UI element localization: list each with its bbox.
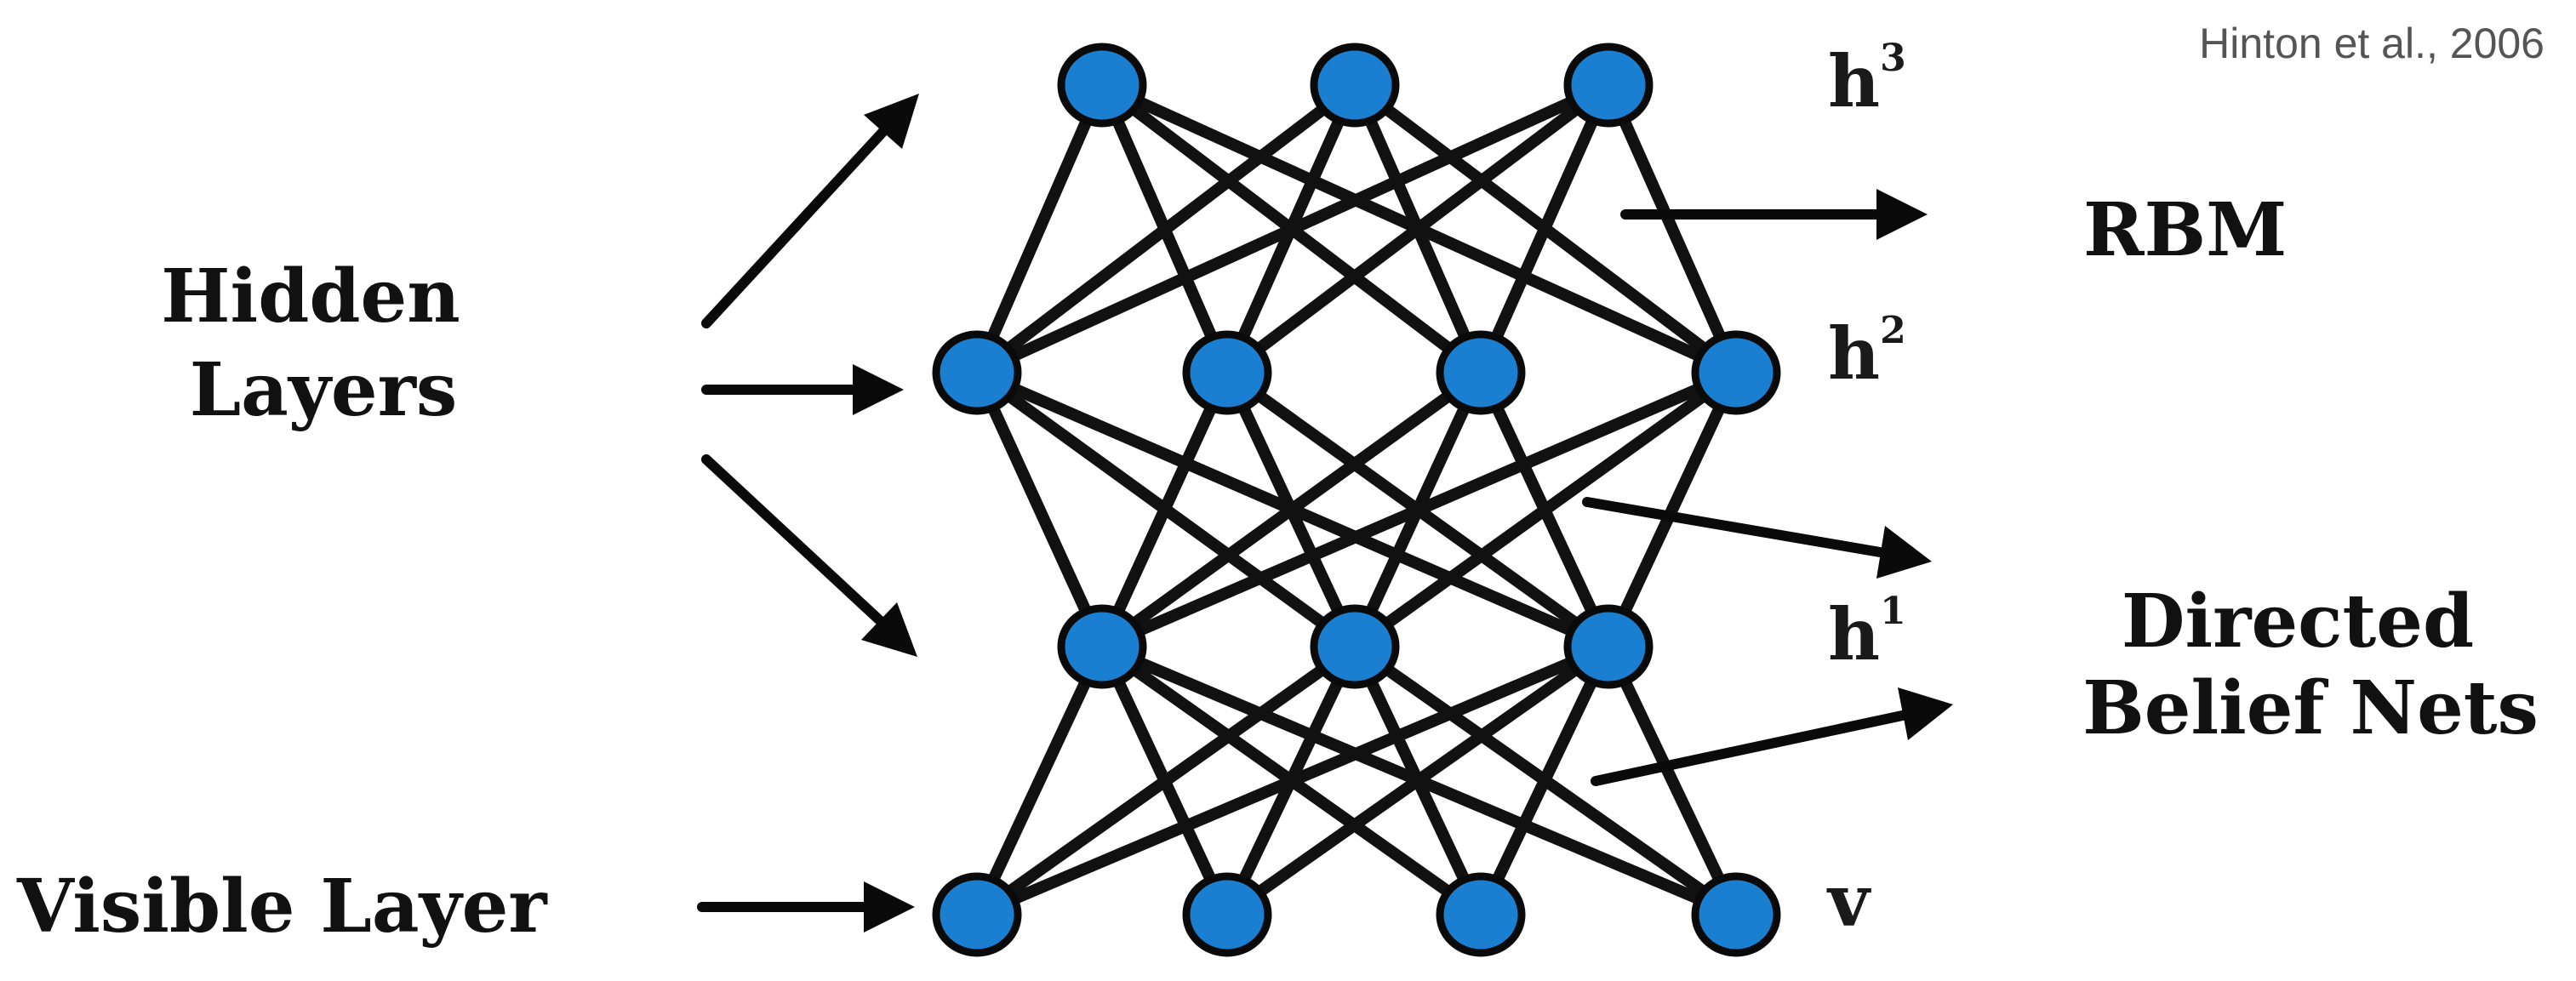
layer-label-h2: h2 bbox=[1828, 309, 1906, 396]
hidden-to-h2-arrow bbox=[701, 364, 904, 415]
edge-h3-2-to-h2-1 bbox=[971, 79, 1361, 379]
node-h2-1 bbox=[932, 330, 1022, 415]
rbm-arrow bbox=[1620, 189, 1928, 240]
hidden-to-h3-arrow bbox=[701, 94, 919, 328]
edge-h2-3-to-h1-1 bbox=[1096, 367, 1487, 653]
edge-h3-3-to-h2-1 bbox=[971, 79, 1614, 379]
node-v-1 bbox=[932, 872, 1022, 957]
edge-h3-1-to-h2-1 bbox=[971, 79, 1108, 379]
edge-h2-4-to-h1-1 bbox=[1096, 367, 1742, 653]
edge-h2-1-to-h1-1 bbox=[971, 367, 1108, 653]
hidden-layers-label: Hidden Layers bbox=[161, 254, 485, 433]
node-h2-2 bbox=[1182, 330, 1272, 415]
edge-h1-3-to-v-3 bbox=[1475, 641, 1614, 921]
node-h1-1 bbox=[1057, 604, 1147, 689]
layer-label-v: v bbox=[1826, 858, 1871, 943]
edge-h2-4-to-h1-3 bbox=[1602, 367, 1742, 653]
node-v-3 bbox=[1436, 872, 1526, 957]
network-edges bbox=[971, 79, 1742, 921]
visible-layer-arrow bbox=[697, 881, 915, 933]
hidden-to-h1-arrow bbox=[701, 454, 917, 657]
edge-h2-2-to-h1-1 bbox=[1096, 367, 1233, 653]
node-h2-4 bbox=[1691, 330, 1781, 415]
node-h1-3 bbox=[1563, 604, 1654, 689]
edge-h2-4-to-h1-2 bbox=[1349, 367, 1742, 653]
node-h3-2 bbox=[1310, 43, 1400, 128]
edge-h1-1-to-v-1 bbox=[971, 641, 1108, 921]
directed-belief-arrow-upper bbox=[1582, 497, 1932, 579]
layer-label-h1: h1 bbox=[1828, 590, 1906, 676]
layer-label-h3: h3 bbox=[1828, 37, 1906, 123]
edge-h1-3-to-v-1 bbox=[971, 641, 1614, 921]
directed-belief-arrow-lower bbox=[1591, 687, 1953, 786]
visible-layer-label: Visible Layer bbox=[16, 864, 548, 950]
node-v-2 bbox=[1182, 872, 1272, 957]
node-h3-3 bbox=[1563, 43, 1654, 128]
edge-h1-3-to-v-2 bbox=[1221, 641, 1614, 921]
edge-h3-3-to-h2-3 bbox=[1475, 79, 1614, 379]
edge-h1-3-to-v-4 bbox=[1602, 641, 1742, 921]
node-v-4 bbox=[1691, 872, 1781, 957]
citation-text: Hinton et al., 2006 bbox=[2199, 20, 2545, 67]
node-h2-3 bbox=[1436, 330, 1526, 415]
rbm-label: RBM bbox=[2083, 187, 2287, 273]
edge-h3-3-to-h2-4 bbox=[1602, 79, 1742, 379]
node-h3-1 bbox=[1057, 43, 1147, 128]
directed-belief-nets-label: Directed Belief Nets bbox=[2082, 579, 2539, 751]
network-nodes bbox=[932, 43, 1781, 957]
node-h1-2 bbox=[1310, 604, 1400, 689]
edge-h1-2-to-v-1 bbox=[971, 641, 1361, 921]
edge-h3-3-to-h2-2 bbox=[1221, 79, 1614, 379]
